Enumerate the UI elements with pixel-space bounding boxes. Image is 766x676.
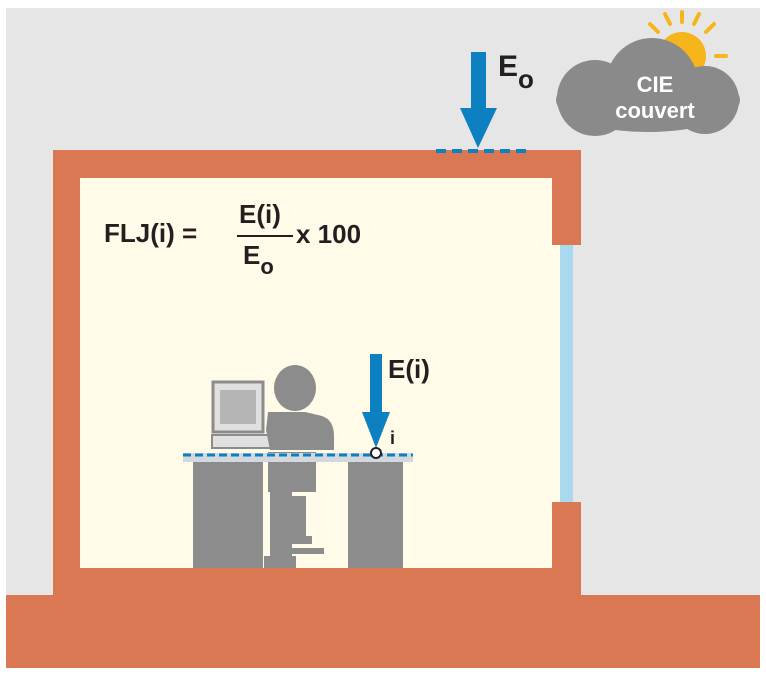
left-wall (53, 150, 80, 596)
formula-numerator: E(i) (239, 199, 281, 229)
cloud-icon (556, 38, 740, 136)
indoor-illuminance-label: E(i) (388, 354, 430, 384)
computer-icon (211, 380, 273, 449)
room-interior (80, 178, 560, 570)
formula-denominator: Eo (243, 240, 274, 279)
measurement-point (370, 447, 382, 459)
sky-label-line1: CIE (636, 72, 674, 97)
outdoor-illuminance-label: Eo (498, 50, 534, 94)
right-wall-upper (552, 150, 581, 245)
point-label: i (390, 428, 396, 448)
sky-label-line2: couvert (615, 98, 695, 123)
denominator-main: E (243, 240, 261, 270)
sky-condition-label: CIE couvert (600, 72, 710, 124)
outdoor-illuminance-arrow (460, 52, 497, 148)
formula-lhs: FLJ(i) = (104, 218, 198, 248)
outdoor-label-main: E (498, 50, 519, 83)
denominator-sub: o (260, 254, 274, 279)
right-wall-lower (552, 502, 581, 596)
desk-icon (183, 453, 413, 568)
ground-slab (6, 595, 760, 668)
formula-multiplier: x 100 (296, 219, 362, 249)
roof-slab (53, 150, 581, 178)
floor-slab (53, 568, 581, 596)
indoor-illuminance-arrow (362, 354, 390, 448)
outdoor-label-sub: o (518, 64, 534, 94)
window-glass (560, 245, 573, 502)
chair-icon (278, 496, 324, 554)
